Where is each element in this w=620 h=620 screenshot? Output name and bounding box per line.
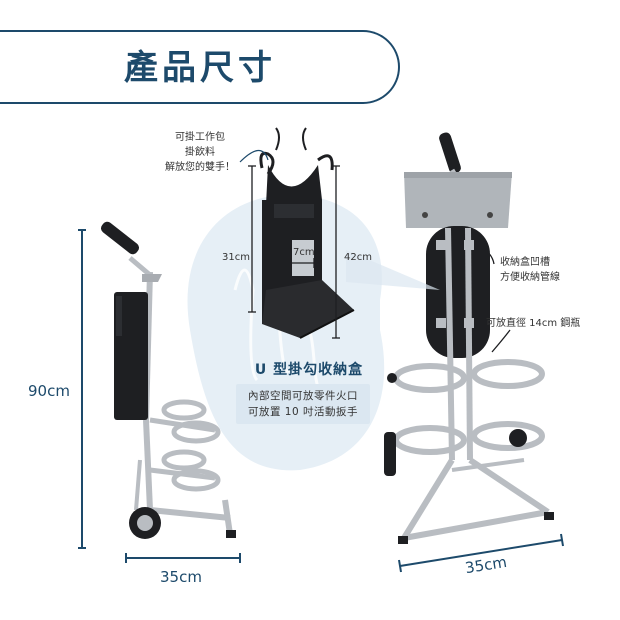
feature-desc-line-2: 可放置 10 吋活動扳手	[247, 406, 359, 418]
bottle-note: 可放直徑 14cm 鋼瓶	[486, 318, 581, 329]
hook-note-line-1: 可掛工作包	[175, 132, 225, 143]
box-height-42-label: 42cm	[344, 252, 372, 263]
groove-note-line-2: 方便收納管線	[500, 272, 560, 283]
left-width-dimension-label: 35cm	[160, 568, 202, 586]
cart-front-view	[384, 132, 554, 544]
hook-note-line-3: 解放您的雙手！	[165, 162, 235, 173]
groove-note-line-1: 收納盒凹槽	[500, 257, 550, 268]
box-depth-label: 7cm	[293, 247, 315, 258]
feature-description-box: 內部空間可放零件火口 可放置 10 吋活動扳手	[236, 384, 370, 424]
box-height-31-label: 31cm	[222, 252, 250, 263]
page-title: 產品尺寸	[124, 48, 276, 88]
height-dimension-label: 90cm	[28, 382, 70, 400]
cart-side-view	[100, 221, 236, 539]
hook-note: 可掛工作包 掛飲料 解放您的雙手！	[150, 130, 250, 175]
u-hook-storage-box	[259, 127, 355, 339]
hook-note-line-2: 掛飲料	[185, 147, 215, 158]
feature-title: U 型掛勾收納盒	[254, 362, 364, 378]
feature-desc-line-1: 內部空間可放零件火口	[248, 390, 358, 402]
title-banner	[0, 30, 400, 104]
groove-note: 收納盒凹槽 方便收納管線	[500, 255, 610, 285]
